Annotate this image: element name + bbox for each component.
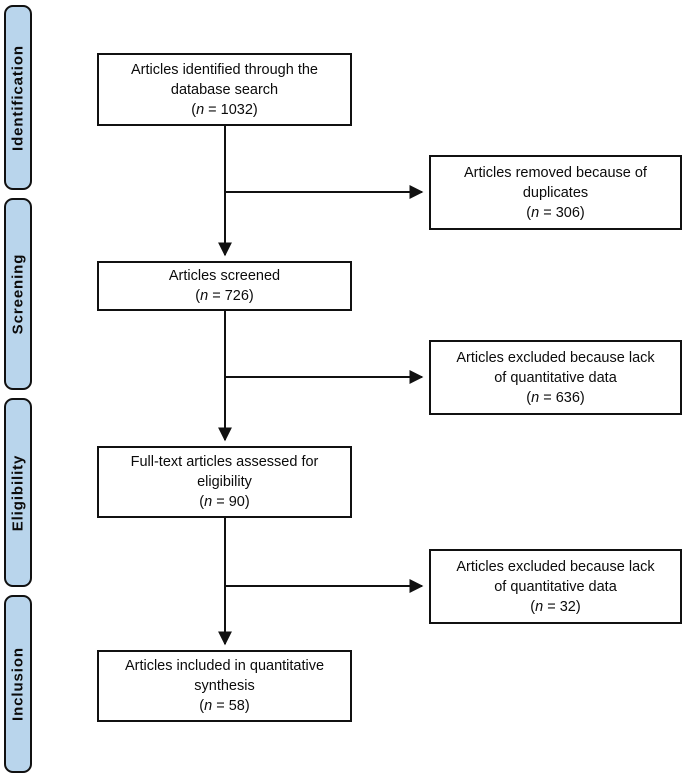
count-value: = 1032): [204, 101, 258, 118]
box-articles-screened: Articles screened (n = 726): [97, 261, 352, 311]
box-line-2: of quantitative data: [494, 578, 617, 595]
box-line-2: database search: [170, 81, 279, 98]
stage-label-screening: Screening: [9, 253, 27, 335]
count-value: = 306): [539, 204, 585, 221]
box-line-1: Articles removed because of: [464, 164, 647, 181]
box-count-line: (n = 90): [131, 492, 319, 512]
stage-bar-inclusion: Inclusion: [4, 595, 32, 773]
box-excluded-eligibility: Articles excluded because lack of quanti…: [429, 549, 682, 624]
box-articles-included: Articles included in quantitative synthe…: [97, 650, 352, 722]
box-line-1: Articles excluded because lack: [456, 349, 655, 366]
box-line-1: Articles included in quantitative: [124, 658, 325, 674]
box-count-line: (n = 726): [169, 286, 280, 306]
count-symbol: n: [196, 101, 205, 118]
count-value: = 90): [212, 494, 250, 510]
count-paren-open: (: [195, 288, 201, 304]
count-paren-open: (: [530, 598, 536, 615]
box-line-1: Articles excluded because lack: [456, 558, 655, 575]
box-line-2: duplicates: [522, 184, 589, 201]
stage-bar-identification: Identification: [4, 5, 32, 190]
box-line-1: Articles identified through the: [131, 61, 318, 78]
box-fulltext-assessed-text: Full-text articles assessed for eligibil…: [125, 452, 325, 512]
count-value: = 636): [539, 389, 585, 406]
count-value: = 32): [543, 598, 581, 615]
box-line-2: eligibility: [197, 474, 252, 490]
box-line-1: Full-text articles assessed for: [130, 454, 319, 470]
count-symbol: n: [204, 494, 213, 510]
box-articles-identified: Articles identified through the database…: [97, 53, 352, 126]
count-paren-open: (: [191, 101, 197, 118]
count-value: = 58): [212, 698, 250, 714]
stage-label-identification: Identification: [9, 44, 27, 151]
box-excluded-screening: Articles excluded because lack of quanti…: [429, 340, 682, 415]
box-articles-included-text: Articles included in quantitative synthe…: [119, 656, 330, 716]
box-fulltext-assessed: Full-text articles assessed for eligibil…: [97, 446, 352, 518]
box-articles-screened-text: Articles screened (n = 726): [163, 266, 286, 306]
count-paren-open: (: [526, 204, 532, 221]
stage-label-inclusion: Inclusion: [9, 647, 27, 721]
count-symbol: n: [200, 288, 209, 304]
box-line-1: Articles screened: [168, 268, 281, 284]
stage-bar-eligibility: Eligibility: [4, 398, 32, 587]
box-count-line: (n = 636): [456, 388, 654, 408]
box-articles-identified-text: Articles identified through the database…: [125, 60, 324, 120]
count-paren-open: (: [526, 389, 532, 406]
box-count-line: (n = 306): [464, 203, 647, 223]
count-symbol: n: [531, 389, 540, 406]
box-duplicates-removed: Articles removed because of duplicates (…: [429, 155, 682, 230]
box-duplicates-removed-text: Articles removed because of duplicates (…: [458, 163, 653, 223]
box-count-line: (n = 58): [125, 696, 324, 716]
box-line-2: of quantitative data: [494, 369, 617, 386]
count-paren-open: (: [199, 698, 205, 714]
count-symbol: n: [531, 204, 540, 221]
stage-bar-screening: Screening: [4, 198, 32, 390]
count-symbol: n: [204, 698, 213, 714]
stage-label-eligibility: Eligibility: [9, 454, 27, 531]
box-excluded-eligibility-text: Articles excluded because lack of quanti…: [450, 557, 660, 617]
box-line-2: synthesis: [194, 678, 255, 694]
box-excluded-screening-text: Articles excluded because lack of quanti…: [450, 348, 660, 408]
box-count-line: (n = 1032): [131, 100, 318, 120]
count-paren-open: (: [199, 494, 205, 510]
count-value: = 726): [208, 288, 254, 304]
count-symbol: n: [535, 598, 544, 615]
box-count-line: (n = 32): [456, 597, 654, 617]
